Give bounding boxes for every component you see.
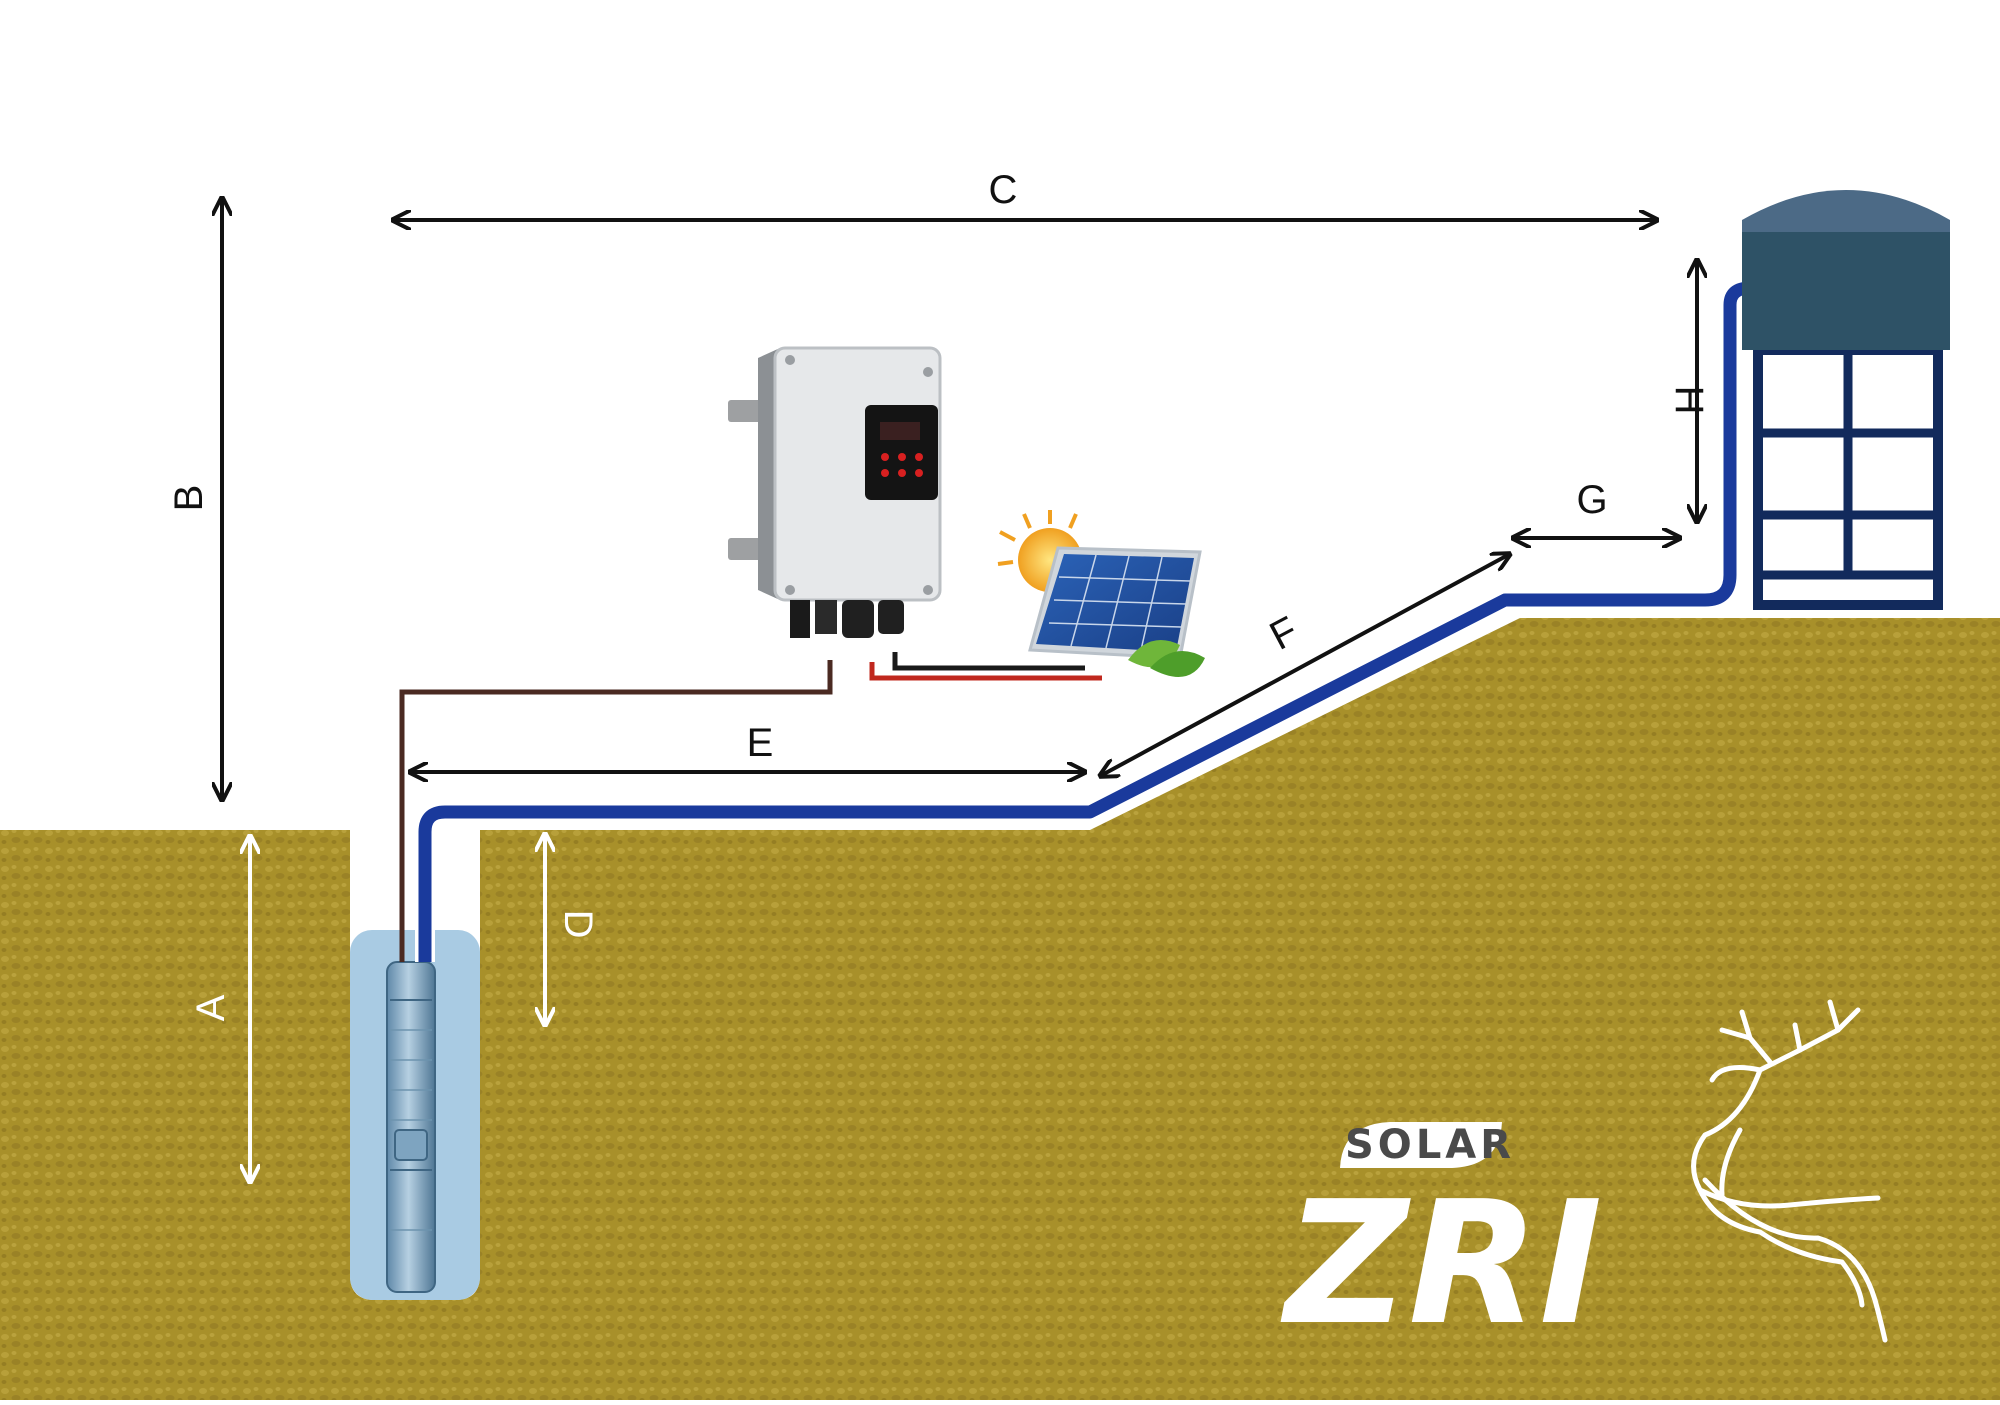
brand-logo: SOLAR ZRI	[1280, 999, 1888, 1363]
logo-solar-text: SOLAR	[1345, 1122, 1515, 1168]
logo-brand-text: ZRI	[1280, 1165, 1602, 1363]
dimension-label-a: A	[189, 994, 233, 1021]
deer-icon	[1691, 999, 1888, 1343]
dimension-arrow-f	[1102, 555, 1508, 775]
dimension-label-c: C	[989, 168, 1018, 212]
ground	[0, 618, 2000, 1400]
dimension-label-g: G	[1576, 478, 1607, 522]
dc-cable-negative	[892, 652, 1085, 671]
tank-body	[1742, 232, 1950, 350]
dimension-label-h: H	[1667, 386, 1711, 415]
dimension-label-f: F	[1263, 608, 1305, 658]
motor-cable	[399, 660, 833, 962]
tank-roof	[1742, 190, 1950, 232]
dimension-label-d: D	[556, 910, 600, 939]
logo-solar-badge	[1340, 1122, 1502, 1168]
dimension-label-e: E	[747, 721, 774, 765]
delivery-pipe	[415, 278, 1760, 962]
dc-cable-positive	[869, 662, 1102, 681]
solar-panel	[997, 510, 1205, 677]
water-tower	[1742, 190, 1950, 610]
dimension-label-b: B	[167, 485, 211, 512]
pump-controller	[728, 346, 942, 638]
submersible-pump	[386, 961, 436, 1293]
